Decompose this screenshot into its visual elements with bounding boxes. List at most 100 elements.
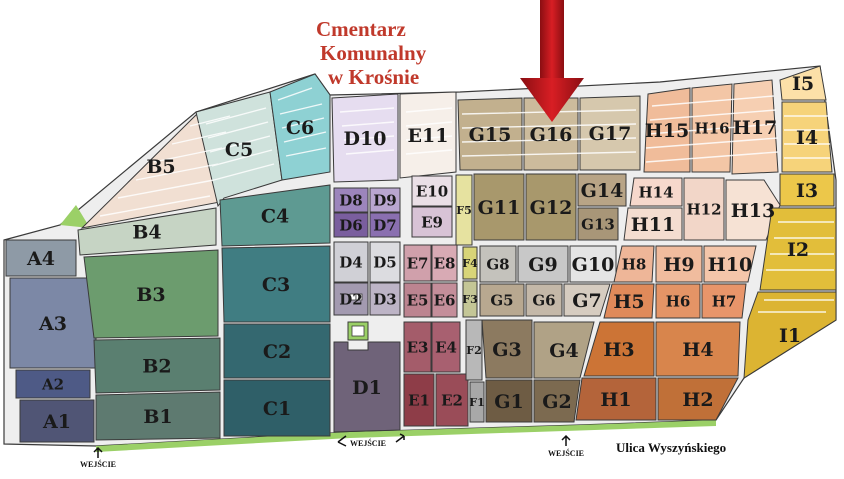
section-h14[interactable] xyxy=(629,177,683,207)
section-h7[interactable] xyxy=(701,283,747,319)
section-f5[interactable] xyxy=(455,174,473,246)
section-e1[interactable] xyxy=(403,373,435,427)
section-label-a1: A1 xyxy=(42,411,71,433)
section-h11[interactable] xyxy=(623,207,683,241)
section-label-h9: H9 xyxy=(663,254,694,276)
section-i1[interactable] xyxy=(743,291,837,379)
section-label-e7: E7 xyxy=(407,254,429,272)
section-c1[interactable] xyxy=(223,379,331,437)
section-label-h8: H8 xyxy=(622,255,647,273)
section-b1[interactable] xyxy=(95,391,221,441)
section-c3[interactable] xyxy=(221,245,331,323)
section-g17[interactable] xyxy=(579,95,641,171)
section-label-g5: G5 xyxy=(490,291,513,309)
section-c2[interactable] xyxy=(223,323,331,379)
section-e10[interactable] xyxy=(411,175,453,207)
section-d9[interactable] xyxy=(369,187,401,213)
section-h17[interactable] xyxy=(731,79,779,175)
entrance-right: WEJŚCIE xyxy=(548,434,584,458)
section-f3[interactable] xyxy=(462,280,478,318)
section-c6[interactable] xyxy=(269,73,331,181)
section-e11[interactable] xyxy=(399,91,457,179)
section-b3[interactable] xyxy=(83,249,219,339)
section-g12[interactable] xyxy=(525,173,577,241)
section-e7[interactable] xyxy=(403,244,432,282)
section-g6[interactable] xyxy=(525,283,563,317)
section-g8[interactable] xyxy=(479,245,517,283)
section-label-d1: D1 xyxy=(352,377,382,399)
section-g10[interactable] xyxy=(569,245,617,283)
section-d6[interactable] xyxy=(333,212,369,238)
section-f1[interactable] xyxy=(469,381,485,423)
section-h8[interactable] xyxy=(613,245,655,283)
section-d1[interactable] xyxy=(333,341,401,433)
section-h9[interactable] xyxy=(655,245,703,283)
section-c4[interactable] xyxy=(219,184,331,247)
section-label-a4: A4 xyxy=(26,248,55,270)
section-g15[interactable] xyxy=(457,97,523,171)
section-label-g4: G4 xyxy=(549,340,578,362)
section-label-b5: B5 xyxy=(146,156,175,178)
section-h4[interactable] xyxy=(655,321,741,377)
section-d8[interactable] xyxy=(333,187,369,213)
section-label-i5: I5 xyxy=(792,73,814,95)
section-h6[interactable] xyxy=(655,283,701,319)
section-label-c6: C6 xyxy=(286,117,314,139)
up-right-arrow-icon xyxy=(395,433,405,443)
section-g14[interactable] xyxy=(577,173,627,207)
section-h1[interactable] xyxy=(575,377,657,421)
section-label-d3: D3 xyxy=(373,290,396,308)
section-g11[interactable] xyxy=(473,173,525,241)
section-h5[interactable] xyxy=(603,283,655,319)
section-e5[interactable] xyxy=(403,282,432,318)
section-i3[interactable] xyxy=(779,173,835,207)
section-label-h2: H2 xyxy=(682,389,713,411)
up-arrow-icon xyxy=(561,434,571,446)
section-e2[interactable] xyxy=(435,373,469,427)
section-h2[interactable] xyxy=(657,377,739,421)
section-g2[interactable] xyxy=(533,379,581,423)
section-h10[interactable] xyxy=(703,245,757,283)
section-label-h10: H10 xyxy=(708,254,752,276)
section-label-h6: H6 xyxy=(666,292,691,310)
section-h12[interactable] xyxy=(683,177,725,241)
section-label-d7: D7 xyxy=(373,216,396,234)
section-label-e6: E6 xyxy=(434,291,456,309)
section-g9[interactable] xyxy=(517,245,569,283)
section-i4[interactable] xyxy=(781,101,833,173)
section-g7[interactable] xyxy=(563,283,611,317)
section-h3[interactable] xyxy=(583,321,655,377)
section-g1[interactable] xyxy=(485,379,533,423)
section-label-b3: B3 xyxy=(136,284,165,306)
section-a1[interactable] xyxy=(19,399,95,443)
section-e6[interactable] xyxy=(431,282,458,318)
section-d5[interactable] xyxy=(369,241,401,283)
section-g13[interactable] xyxy=(577,207,619,241)
section-a2[interactable] xyxy=(15,369,91,399)
section-f2[interactable] xyxy=(465,319,483,381)
section-f4[interactable] xyxy=(462,246,478,280)
section-d3[interactable] xyxy=(369,282,401,316)
section-d4[interactable] xyxy=(333,241,369,283)
section-label-i4: I4 xyxy=(796,127,818,149)
section-h15[interactable] xyxy=(643,87,691,173)
section-e4[interactable] xyxy=(431,321,461,373)
section-b2[interactable] xyxy=(93,337,221,394)
section-d7[interactable] xyxy=(369,212,401,238)
section-g5[interactable] xyxy=(479,283,525,317)
section-g3[interactable] xyxy=(481,319,533,379)
section-i5[interactable] xyxy=(779,65,827,101)
section-g4[interactable] xyxy=(533,321,595,379)
section-label-h17: H17 xyxy=(733,117,777,139)
section-e3[interactable] xyxy=(403,321,432,373)
section-b4[interactable] xyxy=(77,207,217,256)
section-e8[interactable] xyxy=(431,244,458,282)
section-label-h3: H3 xyxy=(603,339,634,361)
section-e9[interactable] xyxy=(411,206,453,238)
section-a4[interactable] xyxy=(5,239,77,277)
section-label-g13: G13 xyxy=(581,215,615,233)
entrance-label-2: WEJŚCIE xyxy=(350,438,386,448)
section-a3[interactable] xyxy=(9,277,97,369)
